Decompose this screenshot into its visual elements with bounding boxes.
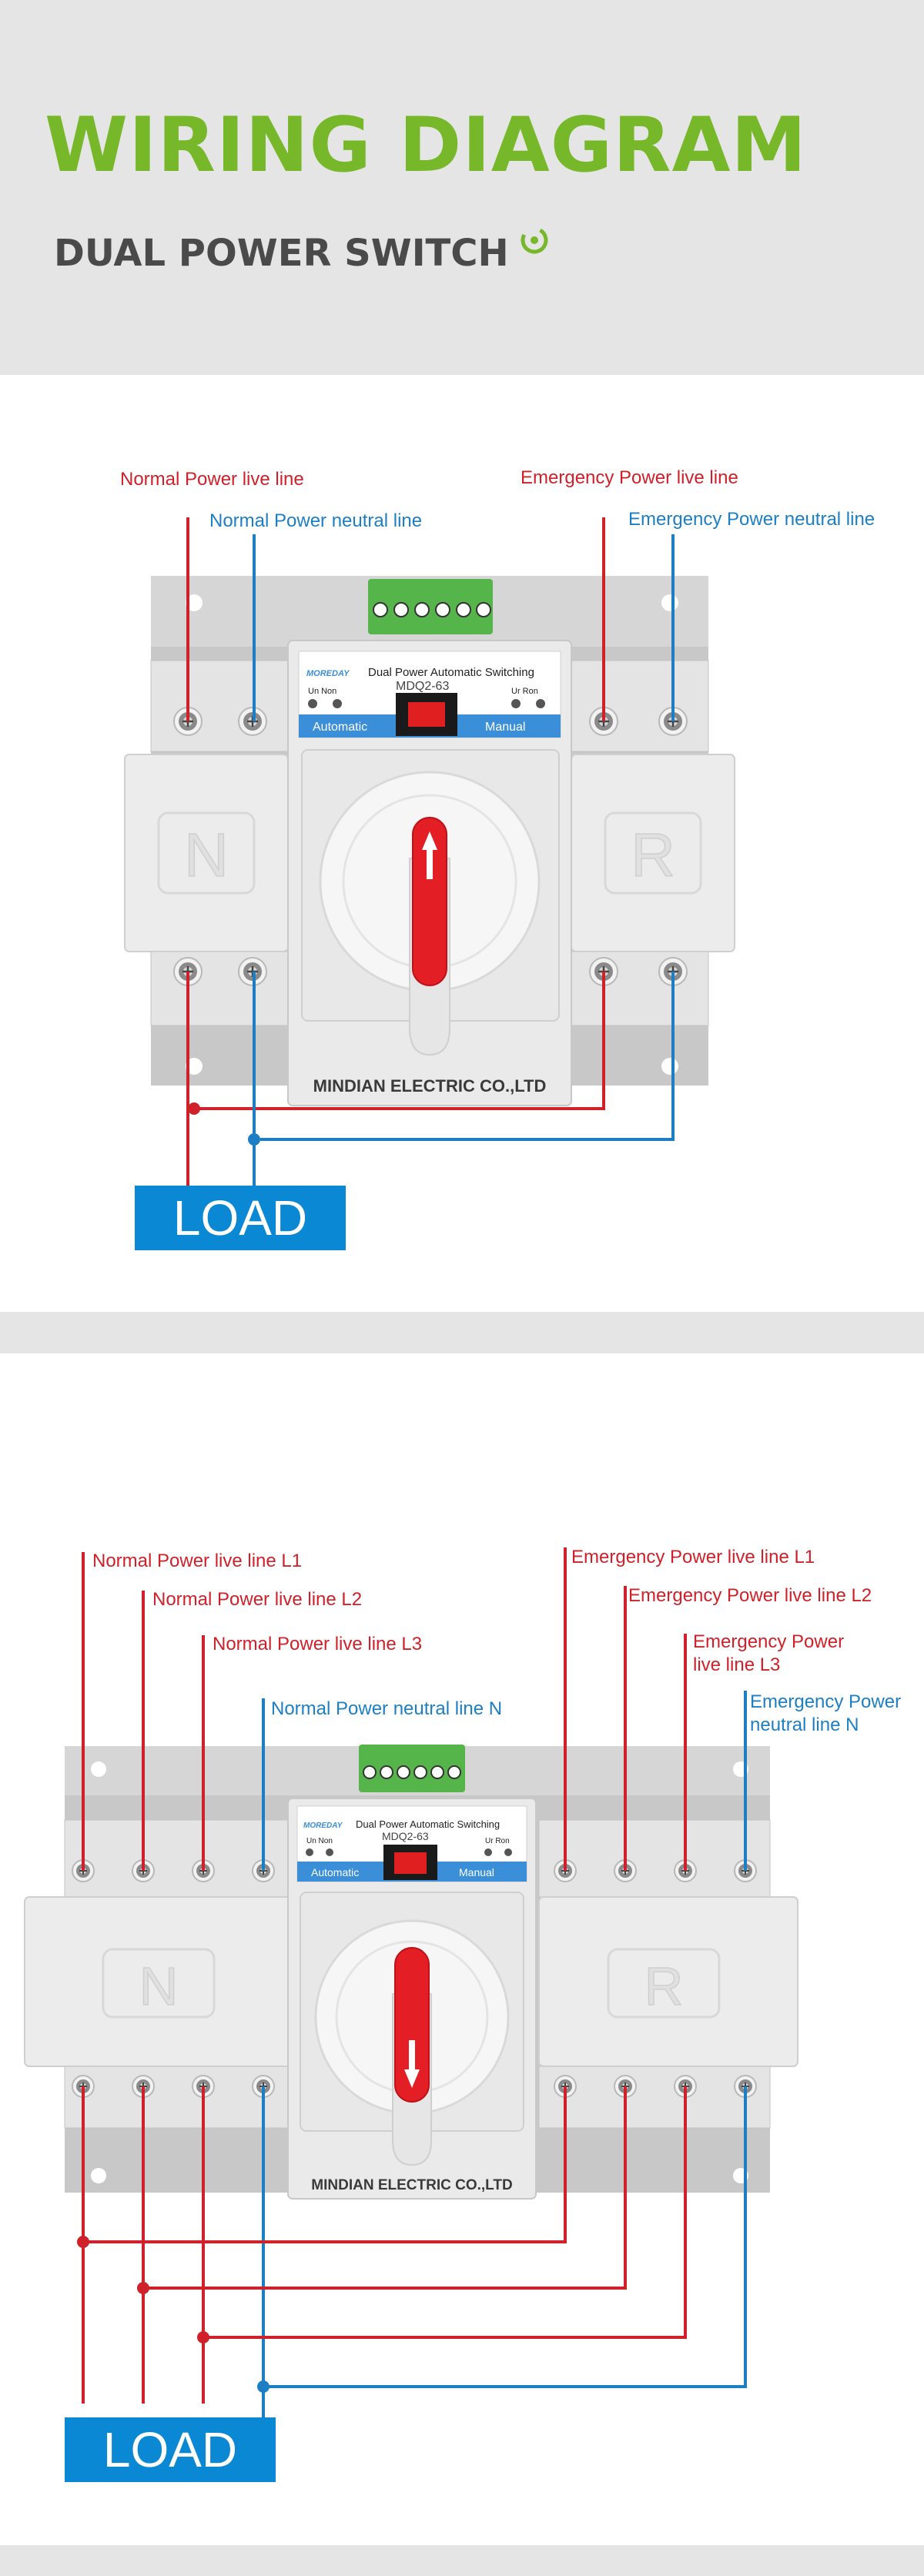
arrow-up-icon	[422, 831, 437, 879]
n-junction	[257, 2380, 270, 2393]
control-terminal-block	[368, 579, 493, 634]
automatic-label: Automatic	[313, 721, 367, 734]
section-divider	[0, 1312, 924, 1353]
live-junction	[188, 1102, 200, 1115]
label-normal-n: Normal Power neutral line N	[271, 1698, 502, 1719]
emergency-neutral-return	[260, 972, 675, 1141]
maker-label: MINDIAN ELECTRIC CO.,LTD	[313, 1076, 547, 1096]
label-normal-l3: Normal Power live line L3	[213, 1634, 422, 1654]
page-subtitle: DUAL POWER SWITCH	[54, 232, 509, 275]
l2-junction	[137, 2282, 149, 2294]
label-normal-l2: Normal Power live line L2	[152, 1589, 362, 1610]
normal-top-terminals	[150, 660, 290, 752]
label-emergency-l3-line1: Emergency Power	[693, 1631, 844, 1652]
rotary-handle[interactable]	[394, 1947, 430, 2103]
manual-label: Manual	[459, 1866, 494, 1878]
emergency-live-return	[194, 972, 605, 1110]
emergency-l3-return	[203, 2086, 687, 2339]
wires	[186, 517, 675, 1186]
label-emergency-l3-line2: live line L3	[693, 1654, 780, 1675]
arrow-down-icon	[404, 2040, 420, 2088]
normal-letter: N	[139, 1956, 179, 2016]
power-icon	[521, 226, 548, 254]
emergency-l1-return	[83, 2086, 567, 2243]
model-label: MDQ2-63	[396, 680, 449, 693]
ur-ron-label: Ur Ron	[511, 687, 538, 696]
wires	[82, 1547, 747, 2419]
page-title: WIRING DIAGRAM	[45, 102, 807, 189]
load-label: LOAD	[173, 1190, 307, 1246]
load-box	[65, 2417, 276, 2482]
reserve-letter: R	[644, 1956, 684, 2016]
un-non-label: Un Non	[306, 1837, 333, 1845]
neutral-junction	[248, 1133, 260, 1146]
label-emergency-l1: Emergency Power live line L1	[571, 1547, 815, 1567]
load-label: LOAD	[103, 2422, 237, 2477]
label-normal-l1: Normal Power live line L1	[92, 1551, 302, 1571]
footer-band	[0, 2545, 924, 2576]
label-emergency-n-line2: neutral line N	[750, 1715, 859, 1735]
label-emergency-neutral: Emergency Power neutral line	[628, 509, 875, 530]
l3-junction	[197, 2331, 209, 2343]
switch-device-4p: N R MOREDAY Dual Power Automatic Switchi…	[24, 1745, 798, 2200]
l1-junction	[77, 2236, 89, 2248]
control-terminal-block	[359, 1745, 465, 1792]
wiring-diagram-4-pole: N R MOREDAY Dual Power Automatic Switchi…	[24, 1547, 901, 2482]
emergency-n-return	[263, 2086, 747, 2388]
label-emergency-n-line1: Emergency Power	[750, 1691, 901, 1712]
maker-label: MINDIAN ELECTRIC CO.,LTD	[311, 2177, 512, 2193]
label-emergency-live: Emergency Power live line	[521, 467, 738, 488]
switch-device: N R MOREDAY Dual Power Automatic Switchi…	[124, 576, 735, 1106]
model-label: MDQ2-63	[382, 1830, 429, 1842]
automatic-label: Automatic	[311, 1866, 359, 1878]
normal-letter: N	[184, 821, 229, 889]
label-normal-neutral: Normal Power neutral line	[209, 510, 422, 531]
un-non-label: Un Non	[308, 687, 336, 696]
wiring-diagram-2-pole: N R MOREDAY Dual Power Automatic Switchi…	[120, 467, 875, 1250]
product-label: Dual Power Automatic Switching	[356, 1818, 500, 1830]
brand-label: MOREDAY	[303, 1822, 343, 1830]
product-label: Dual Power Automatic Switching	[368, 666, 534, 679]
reserve-letter: R	[631, 821, 675, 889]
rotary-handle[interactable]	[412, 817, 447, 986]
label-emergency-l2: Emergency Power live line L2	[628, 1585, 872, 1606]
manual-label: Manual	[485, 721, 525, 734]
load-box	[135, 1186, 346, 1250]
header-band: WIRING DIAGRAM DUAL POWER SWITCH	[0, 0, 924, 375]
emergency-top-terminals	[569, 660, 709, 752]
label-normal-live: Normal Power live line	[120, 469, 304, 490]
ur-ron-label: Ur Ron	[485, 1837, 510, 1845]
brand-label: MOREDAY	[306, 669, 350, 678]
emergency-l2-return	[143, 2086, 627, 2290]
